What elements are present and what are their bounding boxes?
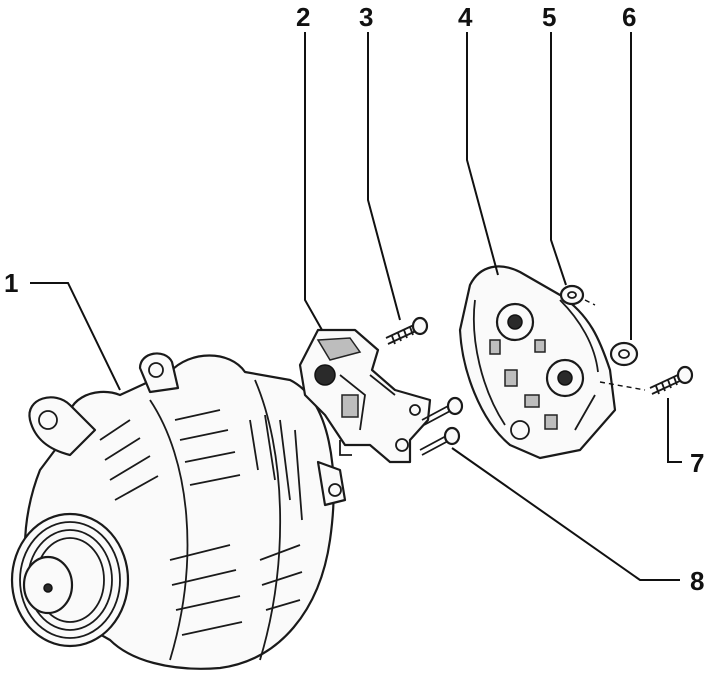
leader-4 bbox=[466, 32, 499, 276]
alternator-illustration bbox=[10, 352, 347, 670]
rear-cover-illustration bbox=[458, 265, 617, 460]
callout-5: 5 bbox=[542, 2, 557, 32]
leader-3 bbox=[367, 32, 401, 321]
callout-6: 6 bbox=[622, 2, 637, 32]
voltage-regulator-illustration bbox=[298, 328, 432, 464]
callout-1: 1 bbox=[4, 268, 19, 298]
bolt-illustration bbox=[385, 316, 694, 456]
leader-7 bbox=[667, 398, 682, 463]
nut-illustration bbox=[559, 284, 639, 367]
callout-8: 8 bbox=[690, 566, 705, 596]
callout-2: 2 bbox=[296, 2, 311, 32]
callout-3: 3 bbox=[359, 2, 374, 32]
leader-8 bbox=[451, 447, 680, 581]
leader-5 bbox=[550, 32, 567, 286]
leader-1 bbox=[30, 282, 121, 391]
leader-2 bbox=[304, 32, 323, 331]
leader-lines bbox=[30, 32, 682, 581]
callout-7: 7 bbox=[690, 448, 705, 478]
callout-4: 4 bbox=[458, 2, 473, 32]
